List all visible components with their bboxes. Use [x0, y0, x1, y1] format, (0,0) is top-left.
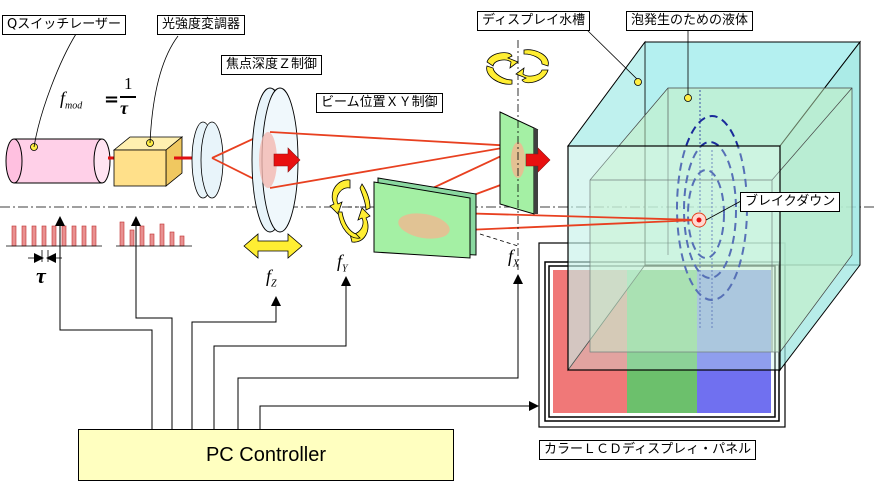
beam-expander-lens	[191, 121, 224, 199]
red-arrow-z	[273, 147, 301, 173]
fy-label: fY	[337, 251, 348, 275]
pc-controller-label: PC Controller	[205, 443, 327, 466]
mirror-y	[373, 177, 477, 259]
rotation-arrow-x-icon	[486, 49, 549, 85]
beam-xy-label: ビーム位置ＸＹ制御	[316, 93, 443, 113]
pc-controller-box: PC Controller	[78, 429, 454, 481]
pulse-train-modulated	[119, 221, 185, 247]
tau-label: τ	[36, 263, 46, 288]
modulator-label: 光強度変調器	[157, 15, 246, 35]
liquid-label: 泡発生のための液体	[626, 11, 754, 31]
rotation-arrow-y-icon	[329, 179, 371, 243]
laser-label: Qスイッチレーザー	[2, 15, 126, 35]
callout-lines	[33, 27, 742, 247]
double-arrow-z-icon	[243, 233, 303, 259]
fx-label: fX	[508, 246, 520, 270]
q-switch-laser	[5, 138, 111, 184]
breakdown-point	[691, 212, 707, 228]
lcd-panel-label: カラーＬＣＤディスプレィ・パネル	[539, 440, 757, 460]
light-modulator	[112, 136, 184, 187]
red-arrow-x	[525, 147, 551, 173]
breakdown-label: ブレイクダウン	[740, 192, 841, 212]
tank-label: ディスプレイ水槽	[477, 11, 591, 31]
pulse-train-laser	[11, 225, 97, 247]
control-lines	[55, 216, 539, 429]
tau-dimension	[28, 250, 62, 263]
fz-label: fZ	[266, 266, 277, 290]
focus-z-label: 焦点深度Ｚ制御	[221, 55, 323, 75]
